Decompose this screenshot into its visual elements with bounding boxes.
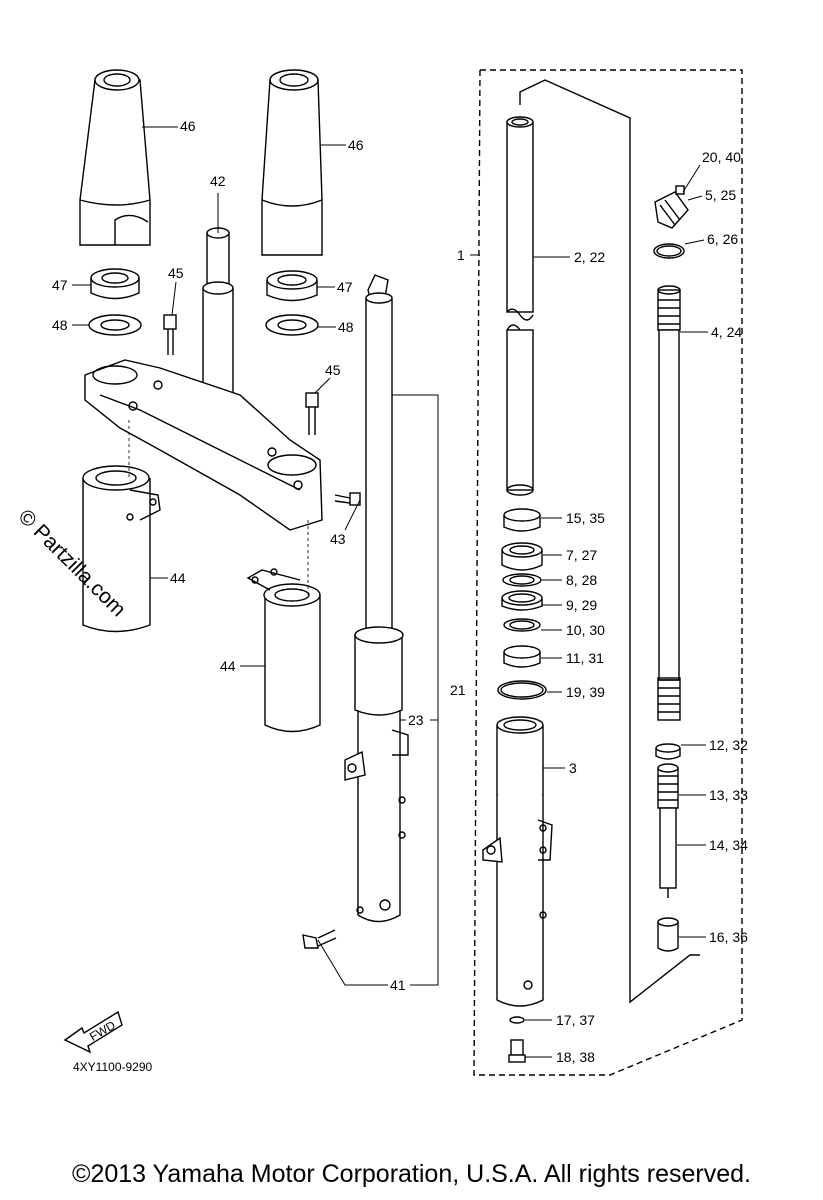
callout-4: 4, 24 — [711, 324, 742, 340]
fwd-arrow-icon — [63, 1010, 123, 1054]
washer-17 — [509, 1016, 525, 1024]
callout-18: 18, 38 — [556, 1049, 595, 1065]
leader-lines — [72, 126, 708, 1058]
callout-8: 8, 28 — [566, 572, 597, 588]
oil-lock-piece-16 — [657, 917, 679, 952]
callout-45a: 45 — [168, 265, 184, 281]
callout-48b: 48 — [338, 319, 354, 335]
callout-21: 21 — [450, 682, 466, 698]
bolt-45-left — [163, 314, 177, 355]
callout-7: 7, 27 — [566, 547, 597, 563]
callout-10: 10, 30 — [566, 622, 605, 638]
callout-45b: 45 — [325, 362, 341, 378]
fork-cover-right — [246, 568, 321, 733]
callout-6: 6, 26 — [707, 231, 738, 247]
assembly-frame — [473, 69, 743, 1076]
cap-bolt-5 — [654, 185, 689, 229]
callout-2: 2, 22 — [574, 249, 605, 265]
bolt-43 — [334, 492, 361, 506]
callout-46a: 46 — [180, 118, 196, 134]
clip-9 — [501, 590, 543, 611]
callout-44b: 44 — [220, 658, 236, 674]
damper-rod-14 — [659, 807, 677, 898]
callout-19: 19, 39 — [566, 684, 605, 700]
inner-tube — [506, 116, 534, 496]
callout-3: 3 — [569, 760, 577, 776]
callout-13: 13, 33 — [709, 787, 748, 803]
fork-boot-left — [79, 69, 151, 246]
fork-assembly-21 — [344, 274, 409, 923]
ring-10 — [503, 618, 541, 632]
fork-boot-right — [261, 69, 323, 256]
o-ring-19 — [497, 680, 547, 700]
seal-48-left — [88, 314, 142, 336]
diagram-code: 4XY1100-9290 — [73, 1060, 153, 1074]
callout-47a: 47 — [52, 277, 68, 293]
seal-47-right — [266, 270, 318, 302]
fork-cover-left — [82, 465, 161, 633]
callouts: 46 46 42 47 47 48 48 45 45 43 44 44 21 2… — [52, 118, 748, 1074]
seal-48-right — [265, 314, 319, 336]
under-bracket — [84, 359, 323, 531]
callout-16: 16, 36 — [709, 929, 748, 945]
callout-41: 41 — [390, 977, 406, 993]
bolt-45-right — [305, 392, 319, 435]
callout-15: 15, 35 — [566, 510, 605, 526]
callout-5: 5, 25 — [705, 187, 736, 203]
fork-spring — [657, 285, 681, 721]
callout-1: 1 — [457, 247, 465, 263]
callout-42: 42 — [210, 173, 226, 189]
callout-11: 11, 31 — [566, 650, 604, 666]
callout-23: 23 — [408, 712, 424, 728]
callout-48a: 48 — [52, 317, 68, 333]
sub-frame — [519, 79, 700, 1004]
callout-43: 43 — [330, 531, 346, 547]
callout-47b: 47 — [337, 279, 353, 295]
callout-17: 17, 37 — [556, 1012, 595, 1028]
o-ring-6 — [653, 243, 685, 259]
callout-20: 20, 40 — [702, 149, 741, 165]
bolt-41 — [302, 929, 337, 949]
bolt-18 — [508, 1039, 526, 1063]
callout-44a: 44 — [170, 570, 186, 586]
callout-12: 12, 32 — [709, 737, 748, 753]
alignment-lines — [128, 420, 309, 595]
bushing-11 — [503, 645, 541, 668]
washer-8 — [502, 573, 542, 587]
callout-14: 14, 34 — [709, 837, 748, 853]
outer-tube — [482, 716, 553, 1007]
callout-9: 9, 29 — [566, 597, 597, 613]
seal-47-left — [90, 268, 140, 300]
rebound-spring-13 — [657, 763, 679, 809]
copyright-notice: ©2013 Yamaha Motor Corporation, U.S.A. A… — [72, 1160, 751, 1188]
callout-46b: 46 — [348, 137, 364, 153]
spacer-12 — [655, 743, 681, 760]
bushing-15 — [503, 508, 541, 532]
oil-seal-7 — [501, 542, 543, 571]
